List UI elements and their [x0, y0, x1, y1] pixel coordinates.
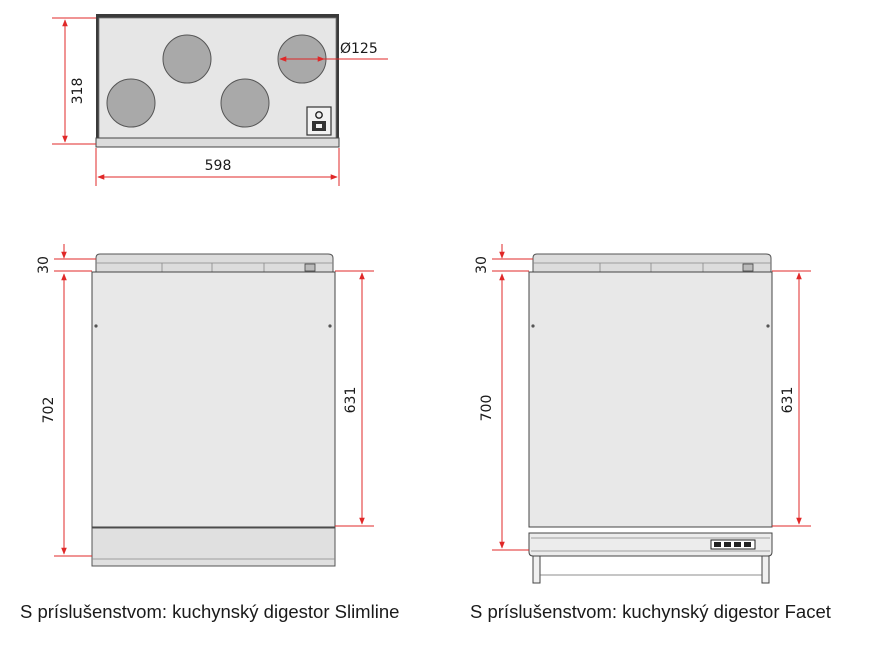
facet-control-panel-icon [710, 539, 756, 550]
top-view-unit [95, 14, 340, 148]
slimline-dimensions [54, 244, 374, 557]
facet-dimensions [492, 244, 811, 551]
slimline-top-gap-label: 30 [36, 256, 52, 274]
duct-port-4 [220, 78, 270, 128]
slimline-caption: S príslušenstvom: kuchynský digestor Sli… [20, 601, 399, 622]
facet-unit [528, 253, 773, 584]
facet-top-gap-label: 30 [474, 256, 490, 274]
electrical-connector-icon [306, 106, 332, 136]
slimline-total-height-label: 702 [41, 397, 57, 424]
slimline-body-height-label: 631 [343, 387, 359, 414]
duct-port-1 [162, 34, 212, 84]
top-view-dimensions [52, 17, 388, 186]
facet-total-height-label: 700 [479, 395, 495, 422]
top-height-label: 318 [70, 78, 86, 105]
facet-caption: S príslušenstvom: kuchynský digestor Fac… [470, 601, 831, 622]
slimline-unit [91, 253, 336, 567]
facet-body-height-label: 631 [780, 387, 796, 414]
duct-port-3 [106, 78, 156, 128]
top-width-label: 598 [205, 158, 232, 174]
duct-diameter-label: Ø125 [340, 41, 378, 57]
